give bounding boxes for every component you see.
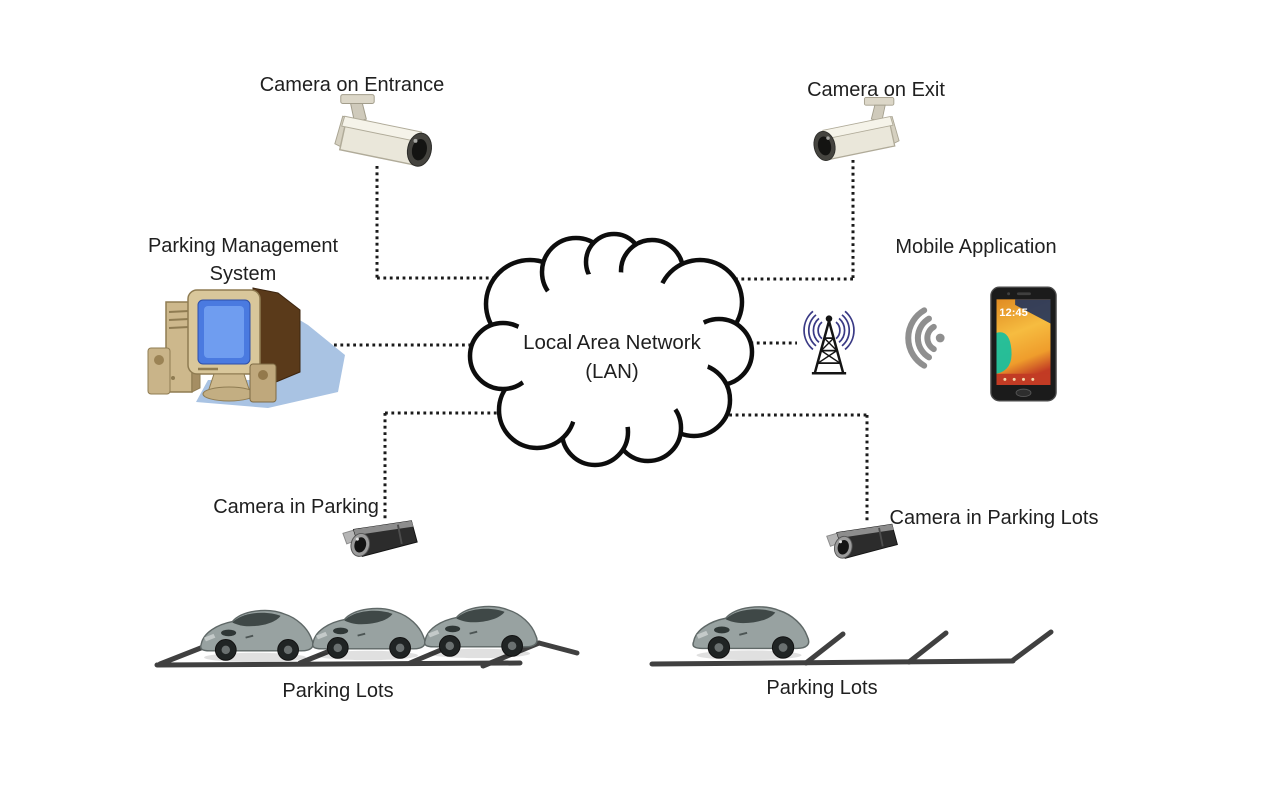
pms-label-line1: Parking Management bbox=[147, 235, 339, 257]
pms-label-line2: System bbox=[209, 263, 277, 285]
entrance-bullet-camera-icon bbox=[334, 94, 432, 167]
parking-lots-right-label: Parking Lots bbox=[766, 677, 878, 699]
camera-exit-label: Camera on Exit bbox=[807, 79, 945, 101]
pms-label: Parking Management System bbox=[118, 232, 368, 288]
smartphone-icon: 12:45 bbox=[990, 286, 1057, 402]
dotted-edges bbox=[334, 160, 869, 523]
exit-bullet-camera-icon bbox=[813, 97, 900, 161]
camera-in-parking-lots-label: Camera in Parking Lots bbox=[889, 507, 1099, 529]
wifi-signal-icon bbox=[905, 307, 945, 369]
car-icon bbox=[199, 609, 314, 663]
lan-label-line1: Local Area Network bbox=[523, 331, 701, 354]
antenna-waves bbox=[803, 310, 855, 351]
camera-entrance-label: Camera on Entrance bbox=[259, 74, 445, 96]
lan-label-line2: (LAN) bbox=[585, 359, 639, 383]
antenna-tower-icon bbox=[803, 310, 855, 375]
lan-cloud bbox=[467, 231, 755, 468]
cctv-camera-left-icon bbox=[342, 520, 418, 558]
car-icon bbox=[692, 606, 810, 661]
parking-lines-right bbox=[649, 629, 1054, 667]
lan-label: Local Area Network (LAN) bbox=[482, 329, 742, 386]
camera-in-parking-label: Camera in Parking bbox=[213, 496, 379, 518]
cctv-camera-right-icon bbox=[826, 523, 898, 559]
desktop-computer-icon bbox=[147, 287, 345, 408]
car-icon bbox=[311, 607, 426, 661]
car-icon bbox=[423, 605, 538, 659]
mobile-application-label: Mobile Application bbox=[895, 236, 1057, 258]
parking-lots-left-label: Parking Lots bbox=[282, 680, 394, 702]
phone-clock-text: 12:45 bbox=[999, 307, 1028, 319]
antenna-lattice bbox=[811, 315, 847, 375]
